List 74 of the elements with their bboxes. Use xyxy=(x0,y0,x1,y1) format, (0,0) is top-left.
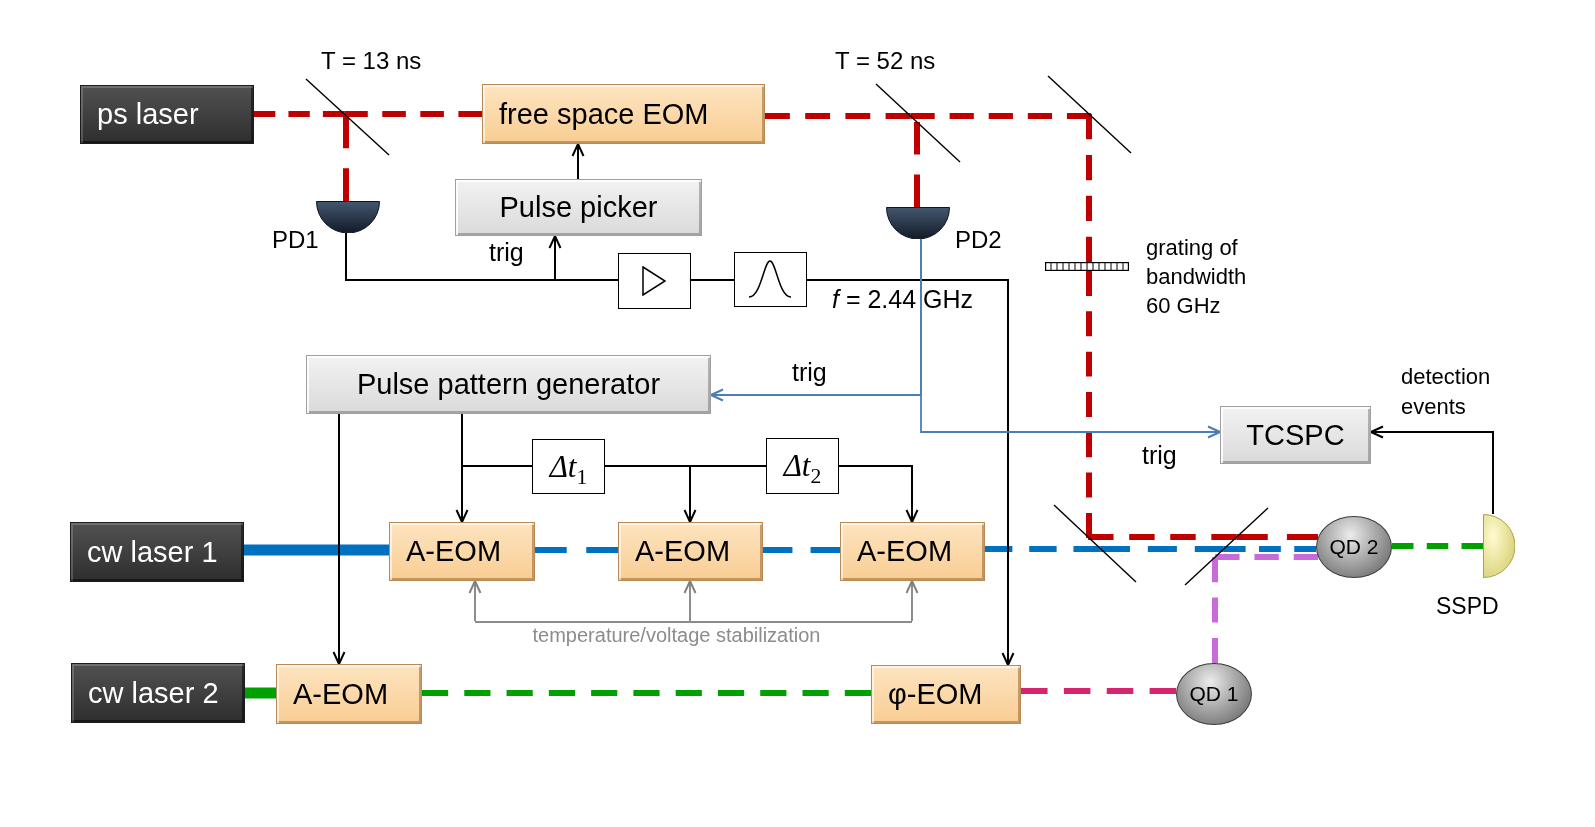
beam-splitter xyxy=(876,84,960,162)
dashed-line xyxy=(254,111,345,117)
dashed-line xyxy=(1086,114,1092,262)
period-label: T = 52 ns xyxy=(835,47,936,75)
photodiode-icon xyxy=(886,207,950,239)
quantum-dot: QD 1 xyxy=(1176,663,1252,725)
arrow xyxy=(806,279,1015,666)
arrow xyxy=(838,465,919,523)
edge-label: trig xyxy=(792,358,827,387)
dashed-line xyxy=(344,111,482,117)
dashed-line xyxy=(763,547,840,553)
filter-box xyxy=(734,252,807,307)
device-box: Pulse pattern generator xyxy=(306,355,711,414)
grating-icon xyxy=(1045,262,1129,271)
beam-splitter xyxy=(1054,505,1136,582)
detector-label: PD2 xyxy=(955,226,1002,254)
connector-line xyxy=(461,413,533,467)
dashed-line xyxy=(1392,543,1483,549)
edge-label: trig xyxy=(1142,441,1177,470)
dashed-line xyxy=(1212,557,1218,663)
period-label: T = 13 ns xyxy=(321,47,422,75)
dashed-line xyxy=(765,113,911,119)
connector-line xyxy=(690,279,735,281)
arrow xyxy=(468,580,482,622)
laser-box: cw laser 2 xyxy=(71,663,245,723)
amplifier-box xyxy=(618,253,691,309)
detector-icon xyxy=(1483,514,1515,578)
thick-line xyxy=(244,544,389,556)
modulator-box: φ-EOM xyxy=(871,665,1021,724)
dashed-line xyxy=(343,115,349,201)
modulator-box: A-EOM xyxy=(276,664,422,724)
detector-label: PD1 xyxy=(272,226,319,254)
stabilization-label: temperature/voltage stabilization xyxy=(475,621,912,648)
frequency-label: f = 2.44 GHz xyxy=(832,285,974,314)
dashed-line xyxy=(1215,554,1318,560)
dashed-line xyxy=(1236,534,1318,540)
connector-line xyxy=(604,465,767,467)
dashed-line xyxy=(1021,688,1177,694)
edge-label: detection events xyxy=(1401,363,1492,421)
mirror xyxy=(1048,76,1131,153)
modulator-box: A-EOM xyxy=(840,522,985,581)
modulator-box: A-EOM xyxy=(389,522,535,581)
arrow xyxy=(905,580,919,622)
connector-line xyxy=(345,232,619,281)
beam-splitter xyxy=(306,79,389,155)
dashed-line xyxy=(1223,546,1317,552)
quantum-dot: QD 2 xyxy=(1316,516,1392,578)
arrow xyxy=(571,143,585,180)
delay-box: Δt$_{1}$ xyxy=(532,439,605,494)
dashed-line xyxy=(535,547,618,553)
edge-label: trig xyxy=(489,238,524,267)
modulator-box: free space EOM xyxy=(482,84,765,144)
arrow xyxy=(1370,425,1494,515)
device-box: Pulse picker xyxy=(455,179,702,236)
dashed-line xyxy=(914,122,920,207)
thick-line xyxy=(245,687,276,699)
laser-box: cw laser 1 xyxy=(70,522,244,582)
arrow xyxy=(332,413,346,665)
laser-box: ps laser xyxy=(80,85,254,144)
dashed-line xyxy=(422,690,871,696)
delay-box: Δt$_{2}$ xyxy=(766,438,839,494)
dashed-line xyxy=(910,113,1092,119)
modulator-box: A-EOM xyxy=(618,522,763,581)
dashed-line xyxy=(1100,546,1224,552)
detector-label: SSPD xyxy=(1436,593,1499,620)
device-box: TCSPC xyxy=(1220,406,1371,464)
arrow xyxy=(683,580,697,622)
arrow xyxy=(920,238,1221,439)
dashed-line xyxy=(985,546,1101,552)
photodiode-icon xyxy=(316,201,380,233)
grating-label: grating of bandwidth 60 GHz xyxy=(1146,234,1248,320)
beam-splitter xyxy=(1185,508,1268,585)
dashed-line xyxy=(1088,534,1237,540)
dashed-line xyxy=(1086,271,1092,538)
